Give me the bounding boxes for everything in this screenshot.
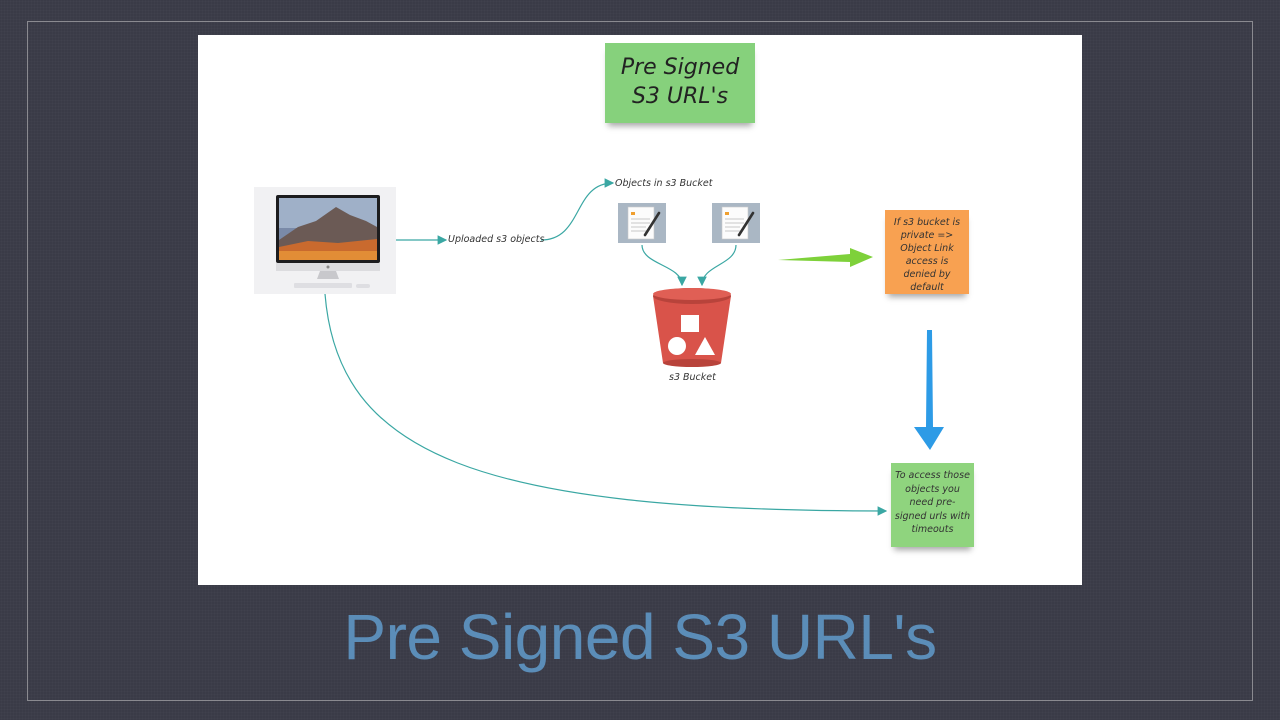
diagram-title: Pre Signed S3 URL's — [620, 55, 740, 109]
slide-frame — [27, 21, 1253, 701]
imac-icon — [254, 187, 396, 294]
s3-bucket-label: s3 Bucket — [669, 372, 716, 383]
s3-bucket-icon — [653, 288, 731, 367]
green-arrow-icon — [778, 248, 873, 267]
connector-doc1-to-bucket — [641, 244, 687, 287]
connector-imac-to-access-note — [324, 293, 888, 516]
diagram-canvas — [254, 178, 944, 516]
presigned-access-note-text: To access those objects you need pre-sig… — [894, 470, 971, 535]
private-bucket-note-text: If s3 bucket is private => Object Link a… — [893, 217, 961, 293]
slide-canvas: Pre Signed S3 URL's Objects in s3 Bucket… — [198, 35, 1082, 585]
title-sticky-note: Pre Signed S3 URL's — [605, 43, 755, 123]
private-bucket-note: If s3 bucket is private => Object Link a… — [885, 210, 969, 294]
objects-in-bucket-label: Objects in s3 Bucket — [615, 178, 713, 189]
document-icon — [712, 203, 760, 243]
slide-caption: Pre Signed S3 URL's — [343, 601, 937, 673]
connector-uploaded-to-objects — [540, 178, 615, 241]
blue-arrow-icon — [914, 330, 944, 450]
presigned-access-note: To access those objects you need pre-sig… — [891, 463, 974, 547]
connector-doc2-to-bucket — [697, 244, 737, 287]
uploaded-objects-label: Uploaded s3 objects — [448, 234, 545, 245]
document-icon — [618, 203, 666, 243]
